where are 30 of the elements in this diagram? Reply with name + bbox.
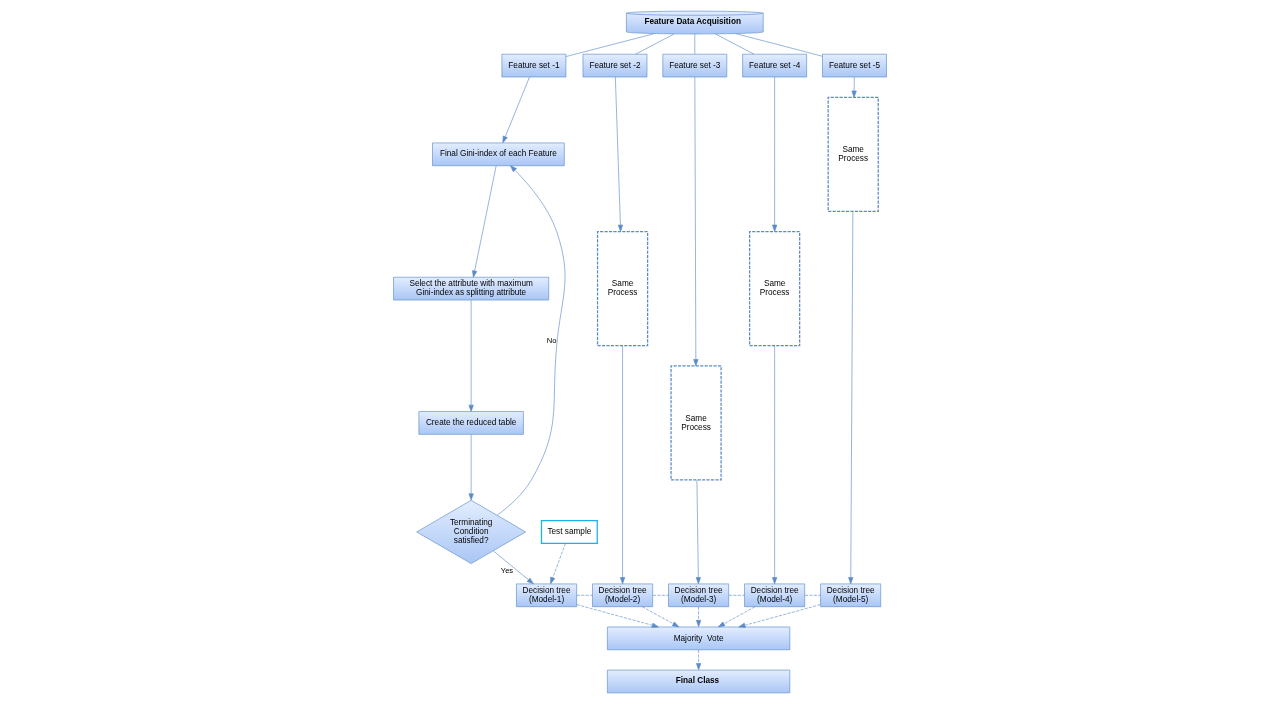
arrow <box>642 606 680 628</box>
arrow <box>848 211 854 585</box>
arrow <box>772 76 778 232</box>
arrow <box>738 604 821 628</box>
arrow <box>468 299 474 412</box>
arrow <box>695 479 701 585</box>
arrow <box>493 550 534 585</box>
arrow <box>696 649 702 671</box>
connector <box>565 33 654 57</box>
connector <box>736 33 823 57</box>
connector <box>652 595 669 596</box>
connector <box>694 33 696 55</box>
arrow <box>615 76 623 232</box>
arrow <box>496 165 566 516</box>
arrow <box>693 76 699 367</box>
arrow <box>576 604 659 628</box>
arrow <box>502 76 530 143</box>
connector <box>728 595 745 596</box>
arrow <box>696 606 702 627</box>
connector <box>715 33 755 55</box>
arrow <box>620 345 626 585</box>
arrow <box>468 434 474 501</box>
connector <box>804 595 821 596</box>
arrow <box>550 543 566 585</box>
arrow <box>772 345 778 585</box>
arrow <box>717 606 756 628</box>
arrow <box>851 76 857 98</box>
arrow <box>472 165 497 278</box>
connector <box>635 33 675 55</box>
connector <box>576 595 593 596</box>
